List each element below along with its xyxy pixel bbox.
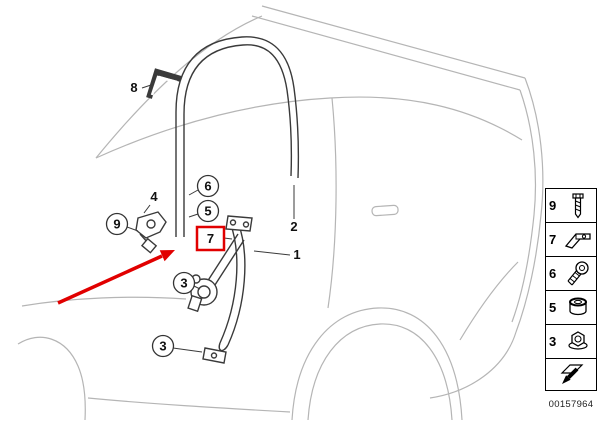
legend-arrow-box[interactable]	[545, 358, 597, 391]
callout-label[interactable]: 2	[290, 219, 297, 234]
legend-label: 5	[549, 300, 557, 315]
nut-icon	[568, 330, 588, 350]
leader-lines	[126, 83, 295, 353]
callout-label[interactable]: 8	[130, 80, 137, 95]
legend-label: 3	[549, 334, 557, 349]
part-number: 00157964	[548, 399, 594, 410]
callout-label[interactable]: 4	[150, 189, 158, 204]
red-pointer-arrow	[57, 250, 175, 305]
window-guide-corner	[146, 68, 182, 99]
legend-label: 7	[549, 232, 557, 247]
legend-label: 6	[549, 266, 557, 281]
highlight-box	[195, 225, 226, 252]
callout-7-highlighted[interactable]: 7	[207, 231, 214, 246]
door-handle	[371, 204, 399, 217]
callout-8[interactable]: 8	[130, 80, 137, 95]
callout-label[interactable]: 7	[207, 231, 214, 246]
callout-5[interactable]: 5	[196, 199, 220, 223]
callout-label[interactable]: 9	[113, 217, 120, 232]
legend-item-6[interactable]: 6	[545, 256, 597, 291]
grommet-icon	[569, 297, 587, 315]
callout-9[interactable]: 9	[105, 212, 129, 236]
callout-label[interactable]: 3	[159, 339, 166, 354]
clip-part	[135, 211, 167, 254]
callout-6[interactable]: 6	[196, 174, 220, 198]
callout-label[interactable]: 1	[293, 247, 300, 262]
legend-item-7[interactable]: 7	[545, 222, 597, 257]
callout-4[interactable]: 4	[150, 189, 158, 204]
legend-item-3[interactable]: 3	[545, 324, 597, 359]
legend-item-5[interactable]: 5	[545, 290, 597, 325]
window-frame-seal	[175, 36, 300, 237]
callout-3-upper[interactable]: 3	[172, 271, 196, 295]
legend-item-9[interactable]: 9	[545, 188, 597, 223]
fastener-legend: 9 7 6 5	[545, 188, 597, 391]
callout-3-lower[interactable]: 3	[151, 334, 175, 358]
red-arrow-shaft	[57, 254, 163, 305]
clip-icon	[564, 232, 591, 249]
callout-1[interactable]: 1	[293, 247, 300, 262]
bolt-icon	[567, 260, 589, 285]
callout-label[interactable]: 6	[204, 179, 211, 194]
car-outline	[17, 5, 544, 421]
direction-arrow-icon	[560, 363, 584, 384]
red-arrow-head	[159, 250, 175, 262]
callout-2[interactable]: 2	[290, 219, 297, 234]
legend-label: 9	[549, 198, 557, 213]
callout-label[interactable]: 5	[204, 204, 211, 219]
screw-icon	[572, 192, 584, 219]
callout-label[interactable]: 3	[180, 276, 187, 291]
